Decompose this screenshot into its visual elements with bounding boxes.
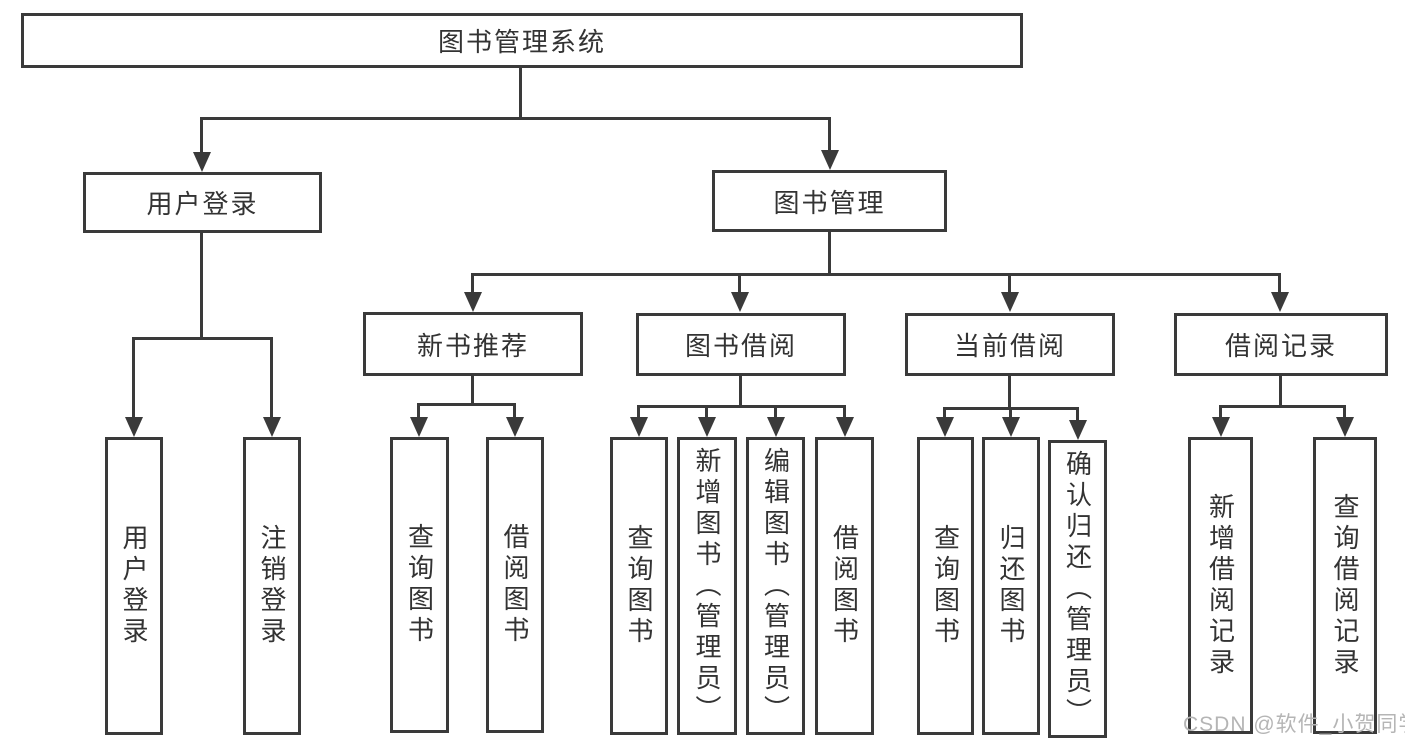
connector-line <box>1076 407 1079 420</box>
connector-line <box>471 273 474 292</box>
node-borrowing-records: 借阅记录 <box>1174 313 1388 376</box>
arrow-down-icon <box>410 417 428 437</box>
arrow-down-icon <box>1069 420 1087 440</box>
node-current-borrowing: 当前借阅 <box>905 313 1115 376</box>
connector-line <box>132 337 135 417</box>
arrow-down-icon <box>263 417 281 437</box>
arrow-down-icon <box>464 292 482 312</box>
connector-line <box>1220 405 1346 408</box>
connector-line <box>417 403 420 417</box>
leaf-return-books: 归还图书 <box>982 437 1040 735</box>
arrow-down-icon <box>698 417 716 437</box>
connector-line <box>739 376 742 405</box>
leaf-logout: 注销登录 <box>243 437 301 735</box>
connector-line <box>705 405 708 417</box>
connector-line <box>943 407 946 417</box>
arrow-down-icon <box>731 292 749 312</box>
node-user-login: 用户登录 <box>83 172 322 233</box>
arrow-down-icon <box>1002 417 1020 437</box>
connector-line <box>133 337 273 340</box>
connector-line <box>200 233 203 337</box>
leaf-query-books-borrowing: 查询图书 <box>610 437 668 735</box>
arrow-down-icon <box>1212 417 1230 437</box>
leaf-user-login: 用户登录 <box>105 437 163 735</box>
connector-line <box>828 232 831 273</box>
watermark-text: CSDN @软件_小贺同学 <box>1183 713 1405 736</box>
leaf-borrow-books-borrowing: 借阅图书 <box>815 437 874 735</box>
connector-line <box>200 117 203 152</box>
connector-line <box>828 117 831 150</box>
leaf-query-books-current: 查询图书 <box>917 437 974 735</box>
node-book-borrowing: 图书借阅 <box>636 313 846 376</box>
arrow-down-icon <box>767 417 785 437</box>
connector-line <box>738 273 741 292</box>
node-library-management-system: 图书管理系统 <box>21 13 1023 68</box>
connector-line <box>270 337 273 417</box>
arrow-down-icon <box>193 152 211 172</box>
connector-line <box>1278 273 1281 292</box>
leaf-borrow-books-recommend: 借阅图书 <box>486 437 544 733</box>
connector-line <box>1343 405 1346 417</box>
connector-line <box>1008 273 1011 292</box>
connector-line <box>513 403 516 417</box>
node-book-management: 图书管理 <box>712 170 947 232</box>
connector-line <box>843 405 846 417</box>
leaf-edit-book-admin: 编辑图书（管理员） <box>746 437 805 735</box>
connector-line <box>1219 405 1222 417</box>
connector-line <box>519 68 522 117</box>
arrow-down-icon <box>821 150 839 170</box>
leaf-confirm-return-admin: 确认归还（管理员） <box>1048 440 1107 738</box>
connector-line <box>418 403 516 406</box>
leaf-add-borrow-record: 新增借阅记录 <box>1188 437 1253 734</box>
node-new-book-recommend: 新书推荐 <box>363 312 583 376</box>
arrow-down-icon <box>1336 417 1354 437</box>
arrow-down-icon <box>1001 292 1019 312</box>
connector-line <box>774 405 777 417</box>
connector-line <box>200 117 831 120</box>
connector-line <box>1279 376 1282 405</box>
connector-line <box>637 405 640 417</box>
connector-line <box>1008 376 1011 407</box>
arrow-down-icon <box>836 417 854 437</box>
arrow-down-icon <box>506 417 524 437</box>
connector-line <box>638 405 846 408</box>
arrow-down-icon <box>1271 292 1289 312</box>
arrow-down-icon <box>630 417 648 437</box>
leaf-query-books-recommend: 查询图书 <box>390 437 449 733</box>
connector-line <box>472 273 1281 276</box>
connector-line <box>471 376 474 403</box>
leaf-query-borrow-record: 查询借阅记录 <box>1313 437 1377 734</box>
arrow-down-icon <box>936 417 954 437</box>
connector-line <box>1009 407 1012 417</box>
leaf-add-book-admin: 新增图书（管理员） <box>677 437 737 735</box>
arrow-down-icon <box>125 417 143 437</box>
